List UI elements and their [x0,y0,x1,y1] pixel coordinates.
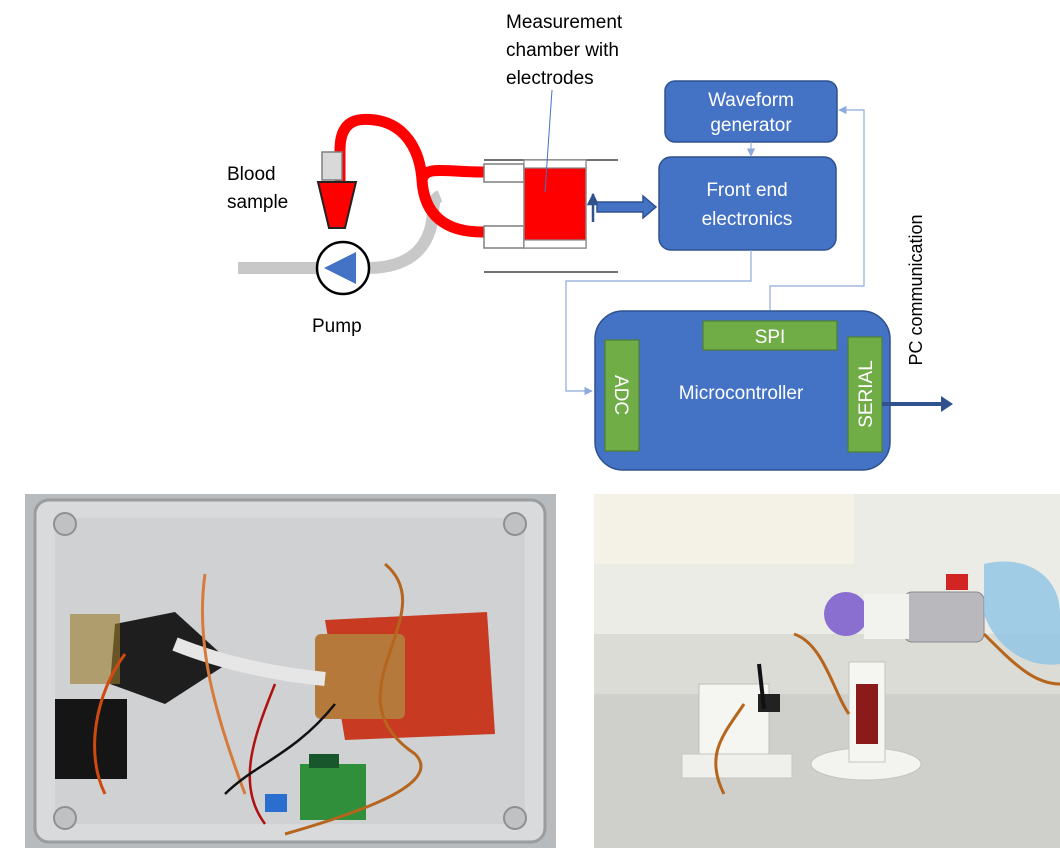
blood-sample-label-1: Blood [227,164,276,185]
front-end-label-1: Front end [706,180,787,201]
adc-module [604,339,640,452]
front-end-label-2: electronics [702,209,793,230]
pump-triangle-icon [324,252,356,284]
blood-sample-label-2: sample [227,192,288,213]
chamber-label-3: electrodes [506,68,594,89]
vial-cone-icon [316,181,358,229]
adc-label: ADC [610,375,631,415]
measurement-chamber [523,163,587,249]
block-arrow-icon [596,194,658,220]
front-end-block [658,156,837,251]
spi-module [702,320,838,351]
pc-communication-arrow-icon [882,396,953,412]
spi-label: SPI [755,327,786,348]
frontend-to-adc-connector [565,250,752,396]
chamber-tube-end-bottom [483,225,525,249]
chamber-label-2: chamber with [506,40,619,61]
pc-communication-label: PC communication [906,214,926,365]
blood-tube [334,113,500,238]
microcontroller-label: Microcontroller [679,383,804,404]
pump-label: Pump [312,316,362,337]
gray-tube [238,190,444,274]
vial-cap [321,151,343,181]
chamber-callout-line [544,89,553,193]
chamber-bottom-cap [523,239,587,249]
system-block-diagram: Waveform generator Front end electronics… [227,12,953,471]
waveform-generator-label-1: Waveform [708,90,794,111]
serial-module [847,336,883,453]
waveform-generator-label-2: generator [710,115,792,136]
electronics-enclosure-photo [25,494,556,848]
spi-to-waveform-connector [769,105,865,310]
microcontroller-block [594,310,891,471]
chamber-tube-end-top [483,163,525,183]
measurement-chamber-setup-photo [594,494,1060,848]
chamber-label-1: Measurement [506,12,623,33]
serial-label: SERIAL [856,360,877,428]
chamber-top-cap [523,159,587,169]
